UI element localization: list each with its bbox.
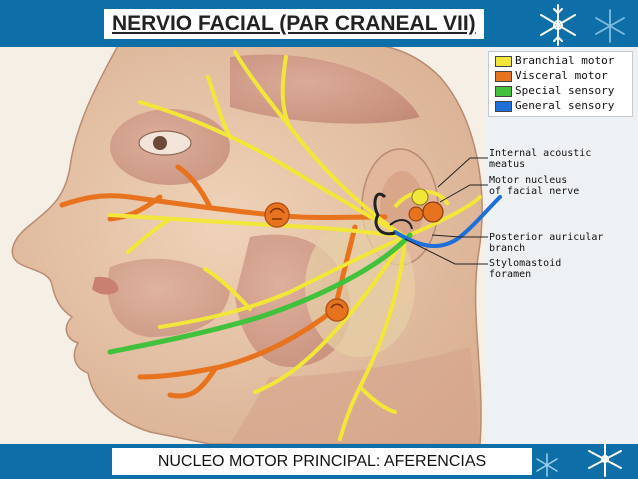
- snowflake-icon: [540, 4, 576, 46]
- label-line: Stylomastoid: [489, 258, 562, 269]
- legend-swatch: [495, 86, 512, 97]
- label-motor-nucleus: Motor nucleus of facial nerve: [489, 175, 579, 197]
- label-internal-acoustic-meatus: Internal acoustic meatus: [489, 148, 591, 170]
- label-line: Motor nucleus: [489, 175, 568, 186]
- snowflake-icon: [536, 453, 558, 477]
- legend-label: Special sensory: [515, 84, 615, 97]
- facial-nerve-nuclei: [373, 188, 450, 236]
- branchial-motor-branches: [108, 50, 482, 441]
- page-title: NERVIO FACIAL (PAR CRANEAL VII): [104, 9, 484, 39]
- submandibular-ganglion: [325, 298, 349, 322]
- label-posterior-auricular-branch: Posterior auricular branch: [489, 232, 603, 254]
- legend-swatch: [495, 71, 512, 82]
- temporal-muscle: [230, 54, 420, 124]
- label-leader-lines: [404, 157, 488, 265]
- legend-label: Branchial motor: [515, 54, 615, 67]
- label-line: Internal acoustic: [489, 148, 592, 159]
- legend-label: Visceral motor: [515, 69, 608, 82]
- label-stylomastoid-foramen: Stylomastoid foramen: [489, 258, 561, 280]
- page-subtitle: NUCLEO MOTOR PRINCIPAL: AFERENCIAS: [112, 448, 532, 475]
- legend-swatch: [495, 56, 512, 67]
- legend-label: General sensory: [515, 99, 615, 112]
- label-line: meatus: [489, 159, 526, 170]
- snowflake-icon: [588, 442, 622, 477]
- pterygopalatine-ganglion: [264, 202, 290, 228]
- legend: Branchial motor Visceral motor Special s…: [488, 51, 633, 117]
- legend-swatch: [495, 101, 512, 112]
- label-line: foramen: [489, 269, 532, 280]
- label-line: Posterior auricular: [489, 232, 604, 243]
- buccinator: [107, 258, 230, 337]
- label-line: branch: [489, 243, 526, 254]
- snowflake-icon: [595, 9, 625, 43]
- chorda-tympani: [107, 232, 413, 355]
- label-line: of facial nerve: [489, 186, 580, 197]
